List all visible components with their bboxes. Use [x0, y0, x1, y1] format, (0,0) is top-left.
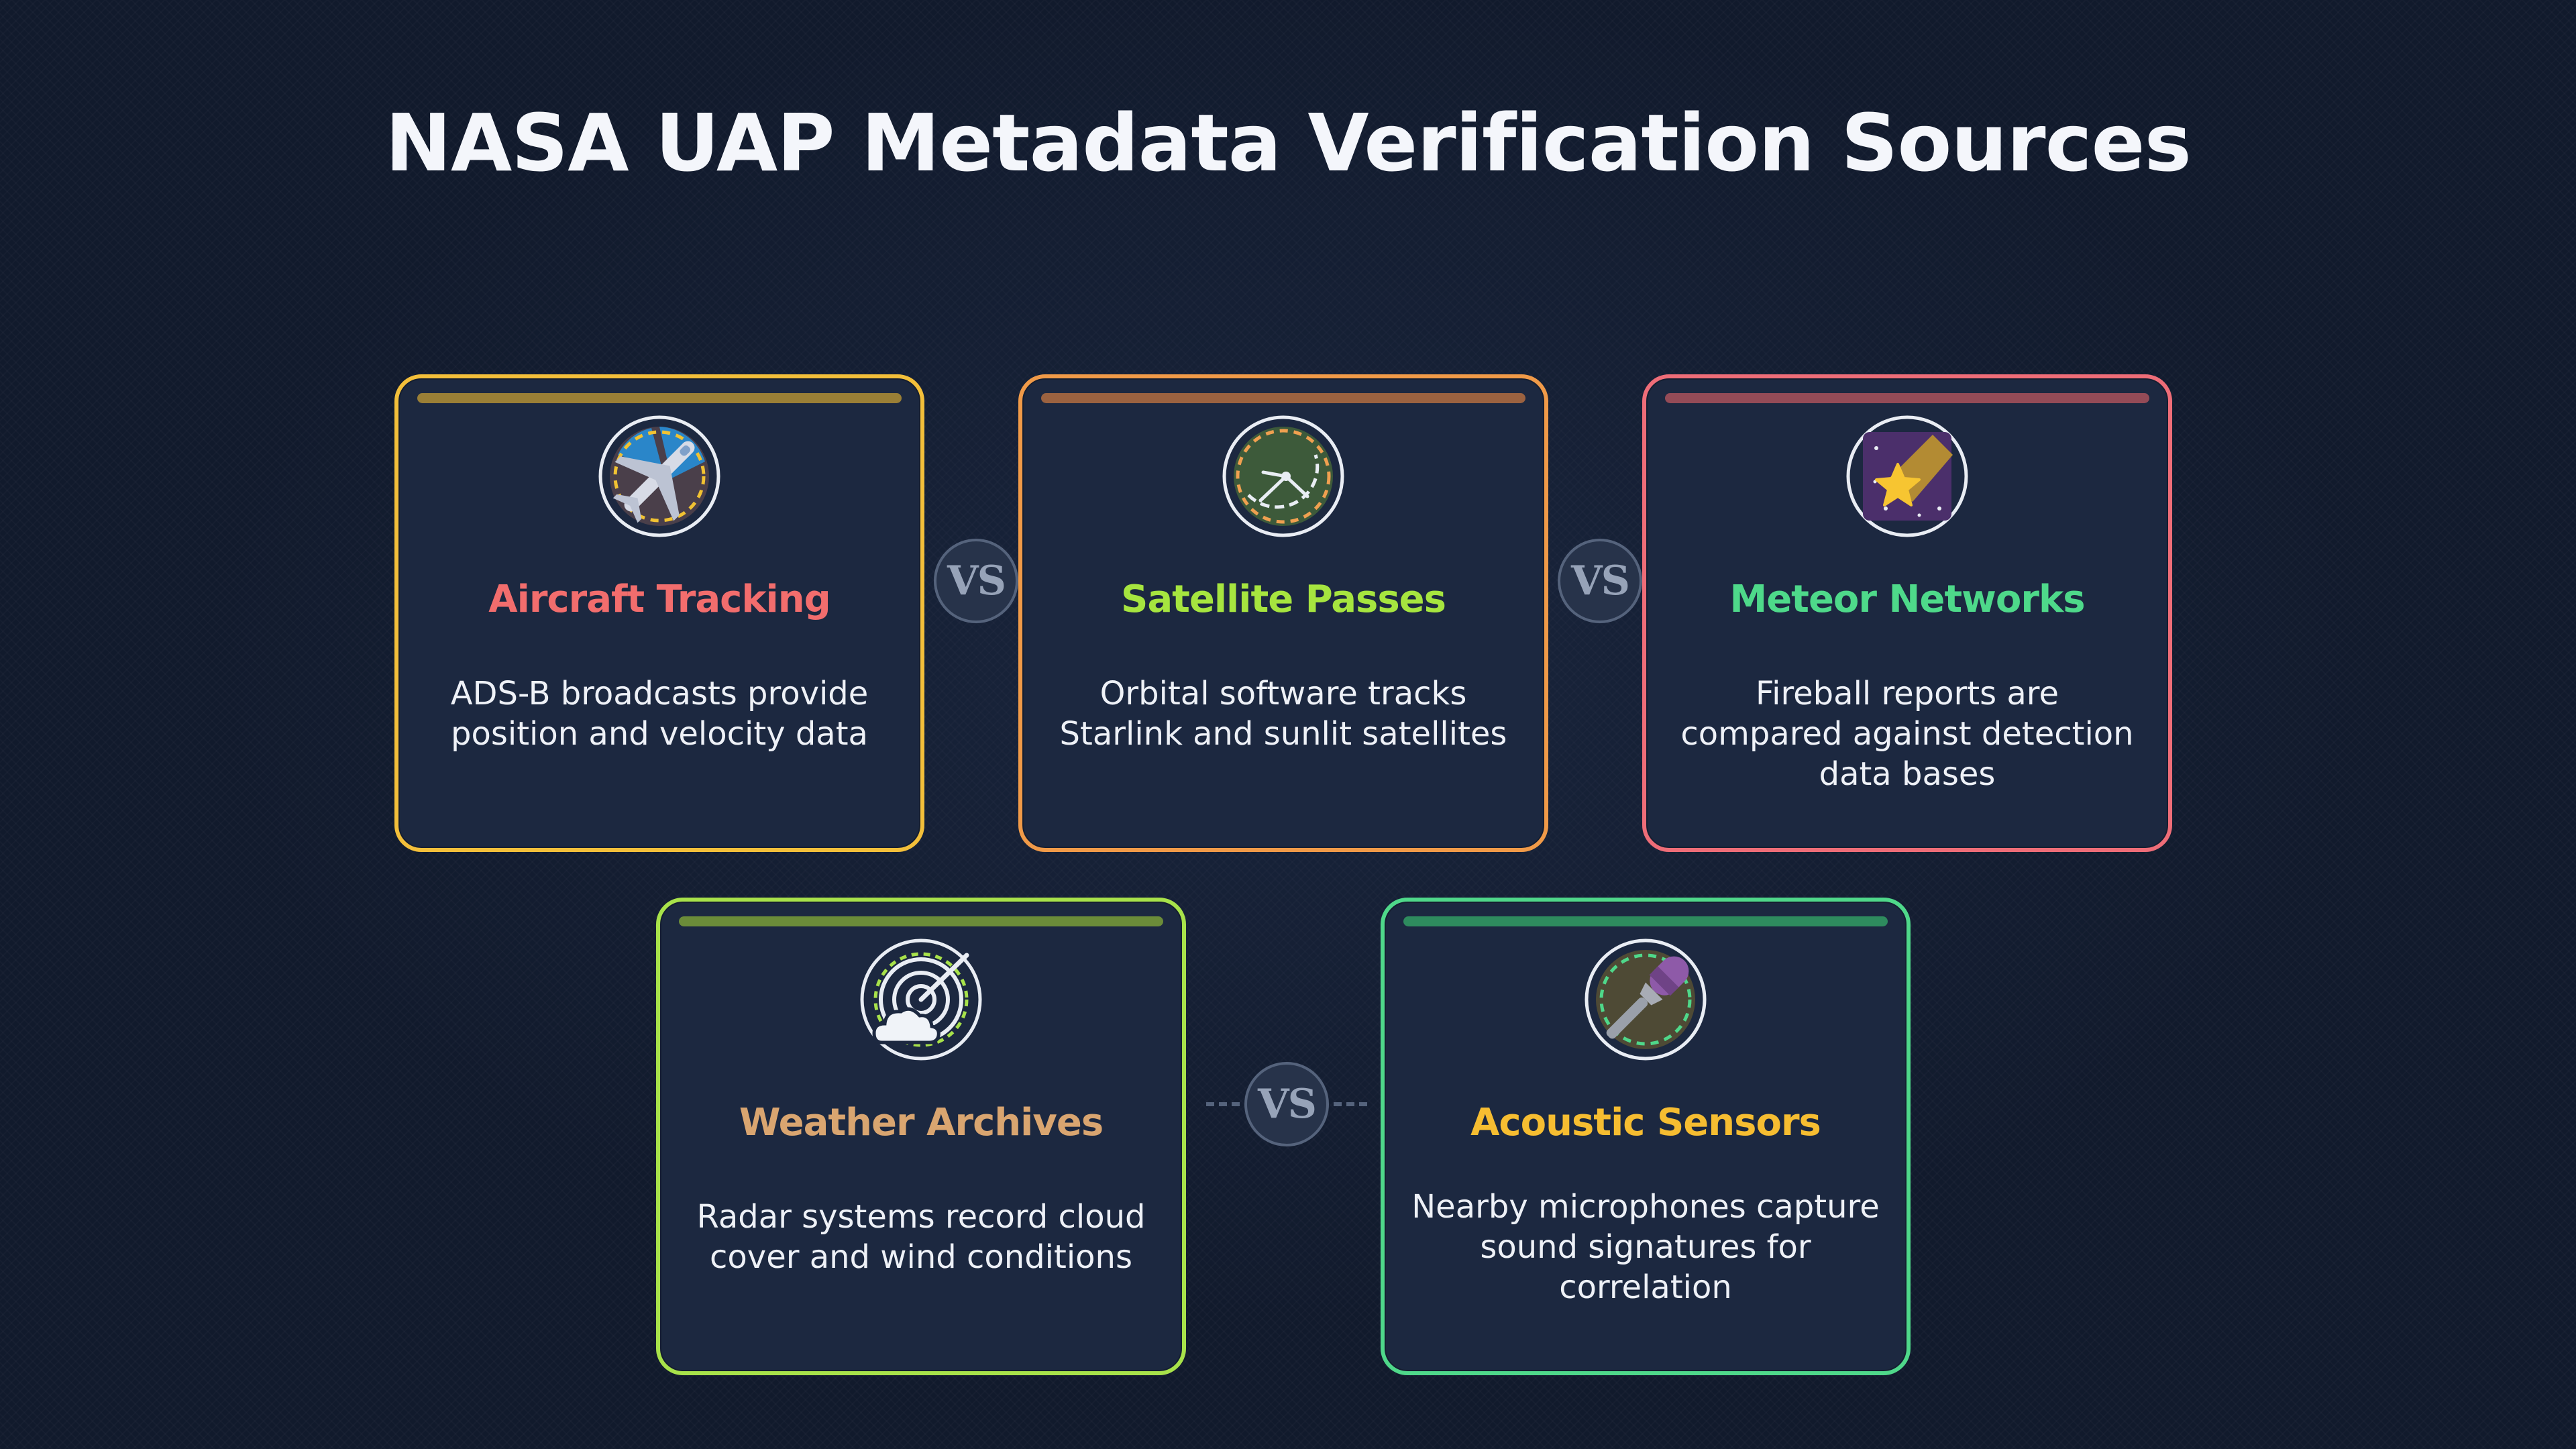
card-heading: Satellite Passes — [1120, 578, 1446, 621]
card-accent-bar — [1041, 393, 1525, 403]
card-accent-bar — [1665, 393, 2149, 403]
card-aircraft-tracking: Aircraft Tracking ADS-B broadcasts provi… — [394, 374, 924, 852]
card-accent-bar — [417, 393, 902, 403]
vs-badge: VS — [1558, 539, 1642, 623]
card-accent-bar — [1403, 916, 1888, 926]
card-heading: Acoustic Sensors — [1470, 1101, 1821, 1144]
card-description: Radar systems record cloud cover and win… — [696, 1198, 1146, 1276]
card-accent-bar — [679, 916, 1163, 926]
vs-badge: VS — [934, 539, 1018, 623]
card-meteor-networks: Meteor Networks Fireball reports are com… — [1642, 374, 2172, 852]
card-description: Fireball reports are compared against de… — [1680, 675, 2134, 793]
satellite-dish-icon — [1222, 415, 1345, 538]
card-acoustic-sensors: Acoustic Sensors Nearby microphones capt… — [1381, 898, 1911, 1375]
shooting-star-icon — [1845, 415, 1969, 538]
microphone-icon — [1584, 938, 1707, 1061]
card-description: Orbital software tracks Starlink and sun… — [1059, 675, 1507, 753]
card-description: ADS-B broadcasts provide position and ve… — [450, 675, 869, 753]
card-description: Nearby microphones capture sound signatu… — [1411, 1188, 1880, 1306]
card-satellite-passes: Satellite Passes Orbital software tracks… — [1018, 374, 1548, 852]
card-heading: Aircraft Tracking — [488, 578, 830, 621]
dashed-connector — [1334, 1102, 1367, 1106]
airplane-icon — [598, 415, 721, 538]
card-heading: Meteor Networks — [1729, 578, 2085, 621]
page-title: NASA UAP Metadata Verification Sources — [385, 97, 2192, 189]
dashed-connector — [1206, 1102, 1240, 1106]
card-weather-archives: Weather Archives Radar systems record cl… — [656, 898, 1186, 1375]
vs-badge: VS — [1244, 1062, 1329, 1146]
card-heading: Weather Archives — [739, 1101, 1104, 1144]
weather-radar-icon — [859, 938, 983, 1061]
